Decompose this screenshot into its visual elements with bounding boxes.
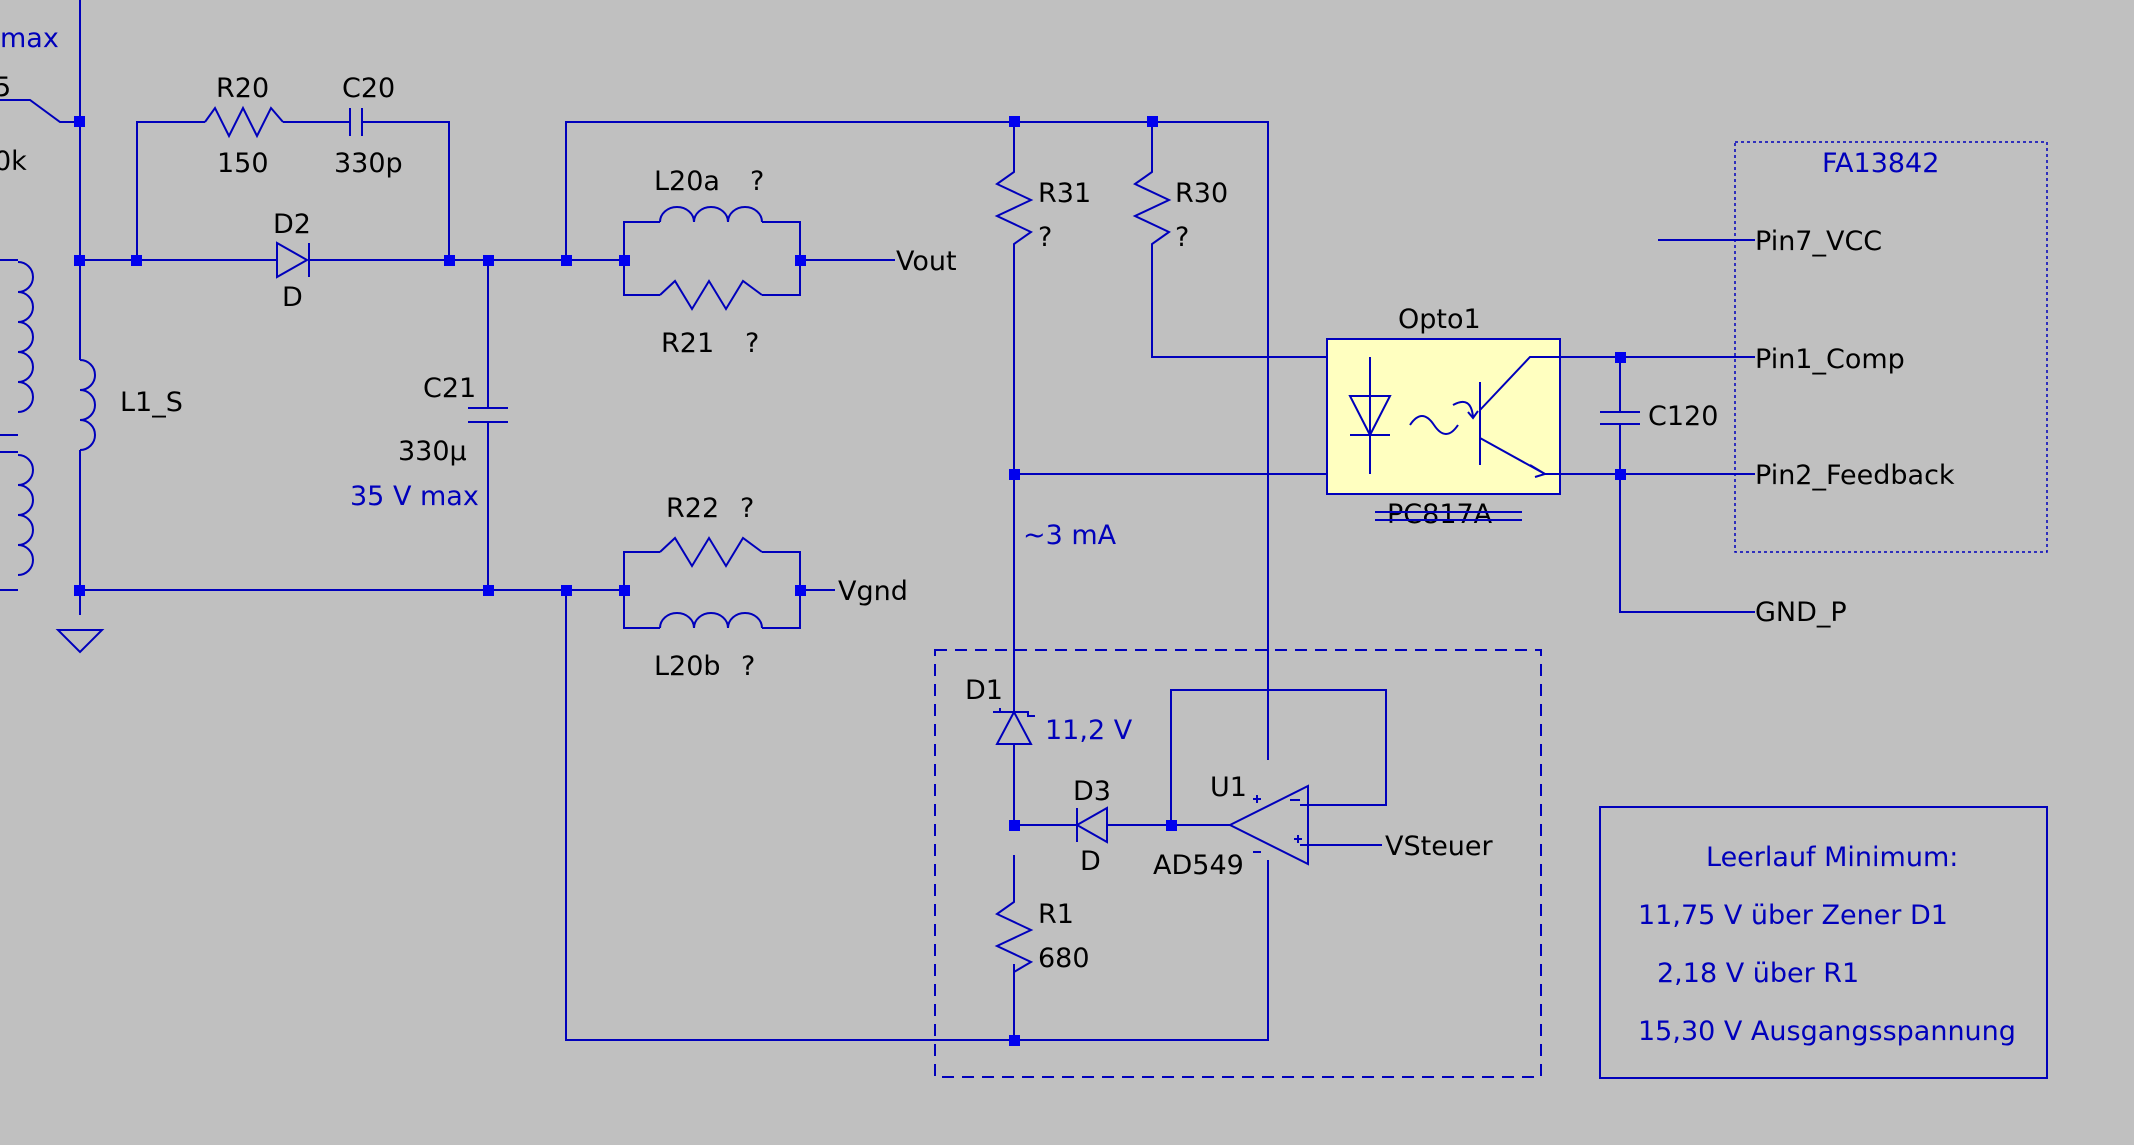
resistor-r1-symbol[interactable] [994, 890, 1034, 974]
c20-ref: C20 [342, 73, 395, 104]
net-vgnd: Vgnd [838, 576, 908, 607]
net-gnd-p: GND_P [1755, 597, 1847, 628]
resistor-r30-symbol[interactable] [1132, 162, 1172, 250]
resistor-r22-symbol[interactable] [659, 536, 763, 568]
net-pin7-vcc: Pin7_VCC [1755, 226, 1882, 257]
optocoupler-opto1-symbol[interactable] [1326, 338, 1561, 495]
l20b-value: ? [741, 651, 755, 682]
inductor-l20a-symbol[interactable] [659, 206, 763, 223]
r31-ref: R31 [1038, 178, 1091, 209]
r20-value: 150 [217, 148, 269, 179]
c120-ref: C120 [1648, 401, 1718, 432]
wire-snubber [136, 121, 450, 260]
u1-ref: U1 [1210, 772, 1247, 803]
r1-value: 680 [1038, 943, 1090, 974]
junctions [74, 116, 1626, 1046]
diode-d2-symbol[interactable] [276, 241, 310, 279]
notes-title: Leerlauf Minimum: [1706, 842, 1958, 873]
fa13842-block-box [1734, 141, 2048, 553]
d1-note: 11,2 V [1045, 715, 1133, 746]
capacitor-c20-symbol[interactable] [340, 108, 372, 136]
wire-left-transformer [0, 259, 18, 591]
c21-value: 330µ [398, 436, 467, 467]
net-pin2-feedback: Pin2_Feedback [1755, 460, 1955, 491]
r30-ref: R30 [1175, 178, 1228, 209]
wires [0, 0, 1755, 1041]
inductor-l20b-symbol[interactable] [659, 612, 763, 629]
d3-ref: D3 [1073, 776, 1111, 807]
resistor-r21-symbol[interactable] [659, 279, 763, 311]
l20b-ref: L20b [654, 651, 721, 682]
edge-label-5: 5 [0, 72, 11, 103]
r1-ref: R1 [1038, 899, 1074, 930]
notes-line-1: 11,75 V über Zener D1 [1638, 900, 1948, 931]
opto1-value-strike [1375, 511, 1522, 521]
capacitor-c21-symbol[interactable] [468, 407, 508, 423]
opamp-u1-symbol[interactable] [1227, 784, 1309, 866]
wire-ground-return [565, 590, 1269, 1041]
resistor-r20-symbol[interactable] [204, 105, 284, 139]
c20-value: 330p [334, 148, 403, 179]
r21-ref: R21 [661, 328, 714, 359]
wire-l20a-r21 [623, 221, 895, 296]
c21-note: 35 V max [350, 481, 479, 512]
c21-ref: C21 [423, 373, 476, 404]
inductor-l1s-symbol[interactable] [79, 359, 96, 451]
wire-opamp-feedback [1170, 689, 1387, 825]
transformer-primary-symbol[interactable] [17, 261, 34, 576]
u1-value: AD549 [1153, 850, 1244, 881]
opto1-ref: Opto1 [1398, 304, 1481, 335]
wire-top-rail [565, 121, 1269, 760]
notes-line-2: 2,18 V über R1 [1657, 958, 1859, 989]
d2-value: D [282, 282, 303, 313]
r21-value: ? [745, 328, 759, 359]
net-vout: Vout [896, 246, 957, 277]
net-pin1-comp: Pin1_Comp [1755, 344, 1905, 375]
notes-box [1599, 806, 2048, 1079]
current-annotation: ~3 mA [1023, 520, 1117, 551]
edge-label-0k: 0k [0, 146, 27, 177]
l20a-ref: L20a [654, 166, 720, 197]
r31-value: ? [1038, 222, 1052, 253]
zener-d1-symbol[interactable] [993, 708, 1035, 745]
d1-ref: D1 [965, 675, 1003, 706]
fa13842-title: FA13842 [1822, 148, 1939, 179]
capacitor-c120-symbol[interactable] [1600, 411, 1640, 425]
diode-d3-symbol[interactable] [1074, 806, 1108, 844]
opamp-subcircuit-box [934, 649, 1542, 1078]
r30-value: ? [1175, 222, 1189, 253]
ground-symbol [55, 629, 105, 654]
edge-label-max: max [0, 23, 59, 54]
wire-r30-opto [1151, 250, 1327, 358]
r22-value: ? [740, 493, 754, 524]
l20a-value: ? [750, 166, 764, 197]
notes-line-3: 15,30 V Ausgangsspannung [1638, 1016, 2016, 1047]
net-vsteuer: VSteuer [1385, 831, 1494, 862]
wire-opto-out [1560, 356, 1755, 613]
r22-ref: R22 [666, 493, 719, 524]
resistor-r31-symbol[interactable] [994, 162, 1034, 250]
l1s-ref: L1_S [120, 387, 183, 418]
d2-ref: D2 [273, 209, 311, 240]
r20-ref: R20 [216, 73, 269, 104]
opto1-value: PC817A [1387, 499, 1493, 530]
wire-r-in [0, 99, 80, 123]
d3-value: D [1080, 846, 1101, 877]
